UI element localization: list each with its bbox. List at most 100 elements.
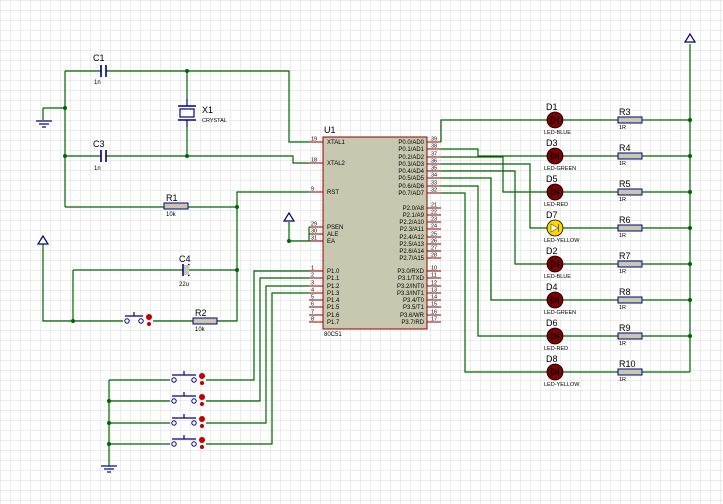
resistor-r4[interactable]: R4 1R <box>617 143 690 167</box>
push-button[interactable] <box>124 312 152 326</box>
diode-icon <box>550 367 559 377</box>
resistor-value: 1R <box>619 161 626 167</box>
wire <box>440 119 548 142</box>
wire <box>206 285 309 424</box>
resistor-r7[interactable]: R7 1R <box>617 251 690 275</box>
chip-pin-number: 37 <box>431 152 437 158</box>
capacitor-c4[interactable]: C4 22u <box>179 254 191 288</box>
chip-pin-number: 24 <box>431 224 437 230</box>
junction-dot <box>287 239 291 243</box>
capacitor-c3[interactable]: C3 1n <box>93 139 107 172</box>
r1-ref: R1 <box>166 193 178 203</box>
led-ref: D4 <box>546 282 558 292</box>
junction-dot <box>107 421 111 425</box>
chip-pin-number: 25 <box>431 232 437 238</box>
chip-pin-name: P1.2 <box>327 284 340 290</box>
diode-icon <box>550 115 559 125</box>
resistor-ref: R7 <box>619 251 631 261</box>
chip-pin-name: P2.5/A13 <box>399 242 424 248</box>
chip-pin-name: P0.7/AD7 <box>398 191 424 197</box>
chip-pin-number: 13 <box>431 288 437 294</box>
push-button[interactable] <box>171 371 205 385</box>
resistor-ref: R6 <box>619 215 631 225</box>
resistor-r2[interactable]: R2 10k <box>192 308 218 333</box>
button-actuator[interactable] <box>146 314 152 320</box>
crystal-x1[interactable]: X1 CRYSTAL <box>178 99 227 127</box>
push-button[interactable] <box>171 414 205 428</box>
chip-pin-number: 29 <box>311 222 317 228</box>
resistor-r1[interactable]: R1 10k <box>163 193 189 218</box>
button-actuator[interactable] <box>199 394 205 400</box>
chip-pin-number: 21 <box>431 203 437 209</box>
chip-body <box>322 136 428 330</box>
push-button[interactable] <box>171 435 205 449</box>
chip-pin-name: P3.0/RXD <box>397 269 424 275</box>
chip-pin-number: 27 <box>431 246 437 252</box>
chip-pin-name: RST <box>327 190 339 196</box>
chip-pin-number: 7 <box>311 310 314 316</box>
capacitor-c1[interactable]: C1 1n <box>93 53 107 86</box>
wire <box>188 191 309 208</box>
resistor-value: 1R <box>619 305 626 311</box>
button-actuator[interactable] <box>199 437 205 443</box>
push-button[interactable] <box>171 392 205 406</box>
resistor-r8[interactable]: R8 1R <box>617 287 690 311</box>
ground-icon <box>36 120 52 128</box>
chip-pin-number: 19 <box>311 137 317 143</box>
wire <box>441 148 548 157</box>
chip-pin-name: PSEN <box>327 225 343 231</box>
led-type: LED-BLUE <box>544 130 571 136</box>
chip-pin-number: 16 <box>431 310 437 316</box>
chip-pin-name: P1.5 <box>327 305 340 311</box>
resistor-ref: R8 <box>619 287 631 297</box>
button-actuator[interactable] <box>199 373 205 379</box>
chip-pin-name: P0.6/AD6 <box>398 184 424 190</box>
chip-pin-name: P1.6 <box>327 313 340 319</box>
chip-pin-name: P1.3 <box>327 291 340 297</box>
chip-pin-number: 23 <box>431 217 437 223</box>
led-ref: D2 <box>546 246 558 256</box>
chip-pin-number: 11 <box>431 273 437 279</box>
microcontroller-u1[interactable]: U1 80C51 19XTAL118XTAL29RST29PSEN30ALE31… <box>309 125 441 338</box>
led-ref: D5 <box>546 174 558 184</box>
crystal-ref: X1 <box>202 105 213 115</box>
diode-icon <box>550 187 559 197</box>
chip-pin-name: P0.4/AD4 <box>398 169 424 175</box>
resistor-value: 1R <box>619 269 626 275</box>
led-type: LED-GREEN <box>544 166 576 172</box>
chip-pin-name: ALE <box>327 232 338 238</box>
wire <box>206 270 309 381</box>
crystal-value: CRYSTAL <box>202 118 227 124</box>
wire <box>441 177 548 301</box>
diode-icon <box>550 151 559 161</box>
chip-pin-name: P3.4/T0 <box>403 298 425 304</box>
button-actuator[interactable] <box>199 416 205 422</box>
chip-pin-name: EA <box>327 239 335 245</box>
chip-pin-number: 34 <box>431 173 437 179</box>
resistor-value: 1R <box>619 125 626 131</box>
ground-icon <box>101 465 117 473</box>
push-buttons <box>124 312 205 449</box>
resistor-ref: R4 <box>619 143 631 153</box>
c1-ref: C1 <box>93 53 105 63</box>
chip-pin-number: 30 <box>311 229 317 235</box>
resistor-ref: R9 <box>619 323 631 333</box>
chip-pin-number: 36 <box>431 159 437 165</box>
junction-dot <box>235 268 239 272</box>
chip-pin-number: 26 <box>431 239 437 245</box>
chip-pin-number: 33 <box>431 181 437 187</box>
